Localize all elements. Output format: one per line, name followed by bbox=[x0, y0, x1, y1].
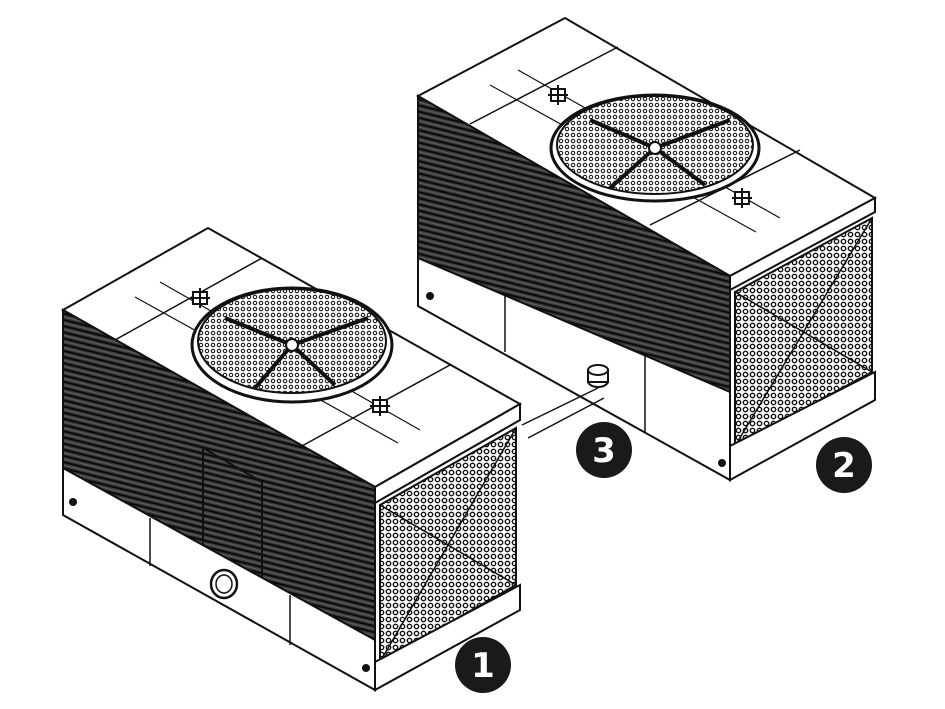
svg-text:3: 3 bbox=[592, 431, 616, 471]
svg-text:1: 1 bbox=[471, 646, 495, 686]
unit-1-motor-icon-a bbox=[190, 288, 210, 308]
unit-2-fan bbox=[549, 93, 761, 203]
unit-1-fan bbox=[190, 286, 394, 404]
callout-1: 1 bbox=[455, 637, 511, 693]
callout-3: 3 bbox=[576, 422, 632, 478]
unit-2-pipe-outlet bbox=[587, 364, 609, 388]
connecting-pipe bbox=[521, 387, 605, 439]
svg-text:2: 2 bbox=[832, 446, 856, 486]
unit-2-motor-icon-b bbox=[732, 188, 752, 208]
unit-1-motor-icon-b bbox=[370, 396, 390, 416]
unit-2-motor-icon-a bbox=[548, 85, 568, 105]
unit-1 bbox=[60, 226, 523, 692]
unit-2 bbox=[415, 16, 878, 482]
unit-1-pipe-inlet bbox=[209, 568, 239, 600]
callout-2: 2 bbox=[816, 437, 872, 493]
